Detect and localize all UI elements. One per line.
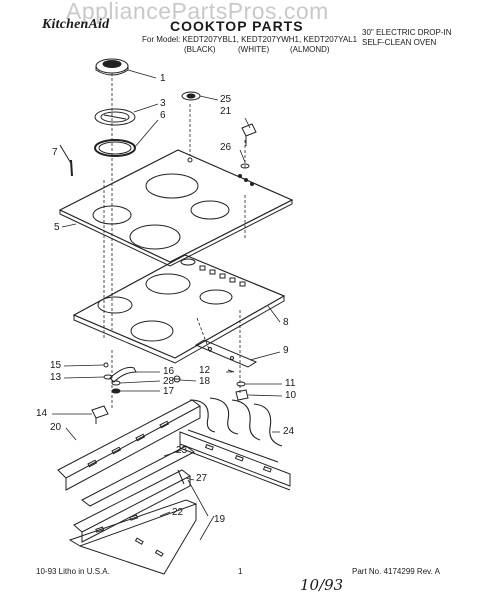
- handwritten-date: 10/93: [300, 576, 344, 594]
- part-7-screw: [59, 144, 73, 177]
- product-line-2: SELF-CLEAN OVEN: [362, 38, 437, 47]
- part-18-screw: [173, 375, 181, 383]
- callout-24: 24: [283, 426, 295, 437]
- part-27-screw: [177, 469, 185, 485]
- part-1-surface-element: [95, 58, 129, 76]
- brand-logo: KitchenAid: [42, 17, 110, 32]
- part-26-nut: [240, 163, 250, 169]
- footer-litho: 10-93 Litho in U.S.A.: [36, 567, 110, 576]
- part-9-terminal-bracket: [194, 339, 258, 368]
- part-12-clip: [227, 369, 235, 373]
- callout-15: 15: [50, 360, 62, 371]
- part-25-grommet: [181, 91, 201, 101]
- part-5-cooktop-top: [58, 149, 294, 267]
- callout-17: 17: [163, 386, 175, 397]
- callout-21: 21: [220, 106, 232, 117]
- callout-18: 18: [199, 376, 211, 387]
- callout-3: 3: [160, 98, 166, 109]
- part-10-switch: [235, 389, 249, 401]
- callout-13: 13: [50, 372, 62, 383]
- page-title: COOKTOP PARTS: [170, 18, 304, 34]
- callout-27: 27: [196, 473, 208, 484]
- color-white: (WHITE): [238, 45, 270, 54]
- part-19-side-rail-left: [68, 499, 198, 575]
- callout-28: 28: [163, 376, 175, 387]
- part-16-bracket: [109, 367, 137, 383]
- callout-11: 11: [285, 378, 296, 389]
- part-19-side-rail-right: [179, 431, 291, 491]
- callout-7: 7: [52, 147, 58, 158]
- model-line: For Model: KEDT207YBL1, KEDT207YWH1, KED…: [142, 35, 357, 44]
- callout-12: 12: [199, 365, 211, 376]
- callout-10: 10: [285, 390, 297, 401]
- part-8-burner-box: [72, 254, 286, 364]
- callout-5: 5: [54, 222, 60, 233]
- model-numbers: KEDT207YBL1, KEDT207YWH1, KEDT207YAL1: [182, 35, 358, 44]
- color-black: (BLACK): [184, 45, 216, 54]
- callout-26: 26: [220, 142, 232, 153]
- callout-leaders: [52, 69, 283, 541]
- color-almond: (ALMOND): [290, 45, 330, 54]
- callout-19: 19: [214, 514, 226, 525]
- watermark: AppliancePartsPros.com: [66, 0, 329, 24]
- footer-part-number: Part No. 4174299 Rev. A: [352, 567, 440, 576]
- callout-20: 20: [50, 422, 62, 433]
- callout-23: 23: [176, 445, 188, 456]
- part-3-element-coil: [94, 108, 136, 126]
- part-20-front-rail: [57, 399, 201, 491]
- callout-6: 6: [160, 110, 166, 121]
- callout-9: 9: [283, 345, 289, 356]
- model-prefix: For Model:: [142, 35, 181, 44]
- callout-16: 16: [163, 366, 175, 377]
- part-6-trim-ring: [94, 139, 136, 157]
- callout-1: 1: [160, 73, 166, 84]
- callout-25: 25: [220, 94, 232, 105]
- part-11-washer: [236, 381, 246, 387]
- part-14-receptacle: [91, 405, 109, 424]
- part-17-nut: [111, 388, 121, 394]
- part-15-screw: [103, 362, 109, 368]
- callout-14: 14: [36, 408, 48, 419]
- product-line-1: 30" ELECTRIC DROP-IN: [362, 28, 452, 37]
- part-21-clip: [241, 123, 257, 146]
- part-23-inner-rail: [81, 445, 195, 507]
- footer-page-number: 1: [238, 567, 243, 576]
- callout-8: 8: [283, 317, 289, 328]
- part-28-spacer: [111, 380, 121, 386]
- callout-22: 22: [172, 507, 184, 518]
- part-24-harness: [187, 397, 283, 463]
- part-22-rear-rail: [73, 469, 191, 543]
